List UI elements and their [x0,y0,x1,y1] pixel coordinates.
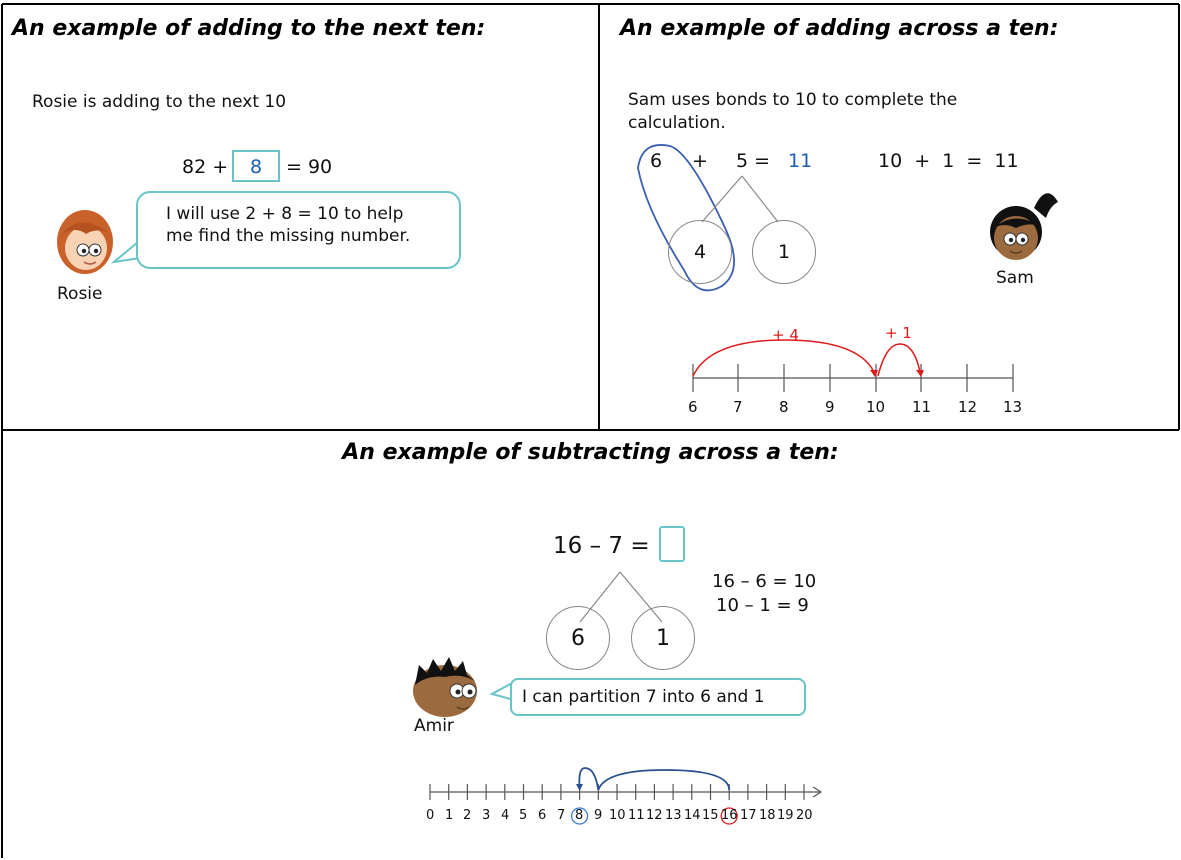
tick-label: 10 [609,808,626,823]
tick-label: 14 [684,808,701,823]
panel1-intro: Rosie is adding to the next 10 [32,92,287,112]
panel-adding-across-ten: An example of adding across a ten: Sam u… [600,0,1180,430]
tick-label: 7 [557,808,566,823]
panel2-intro-line2: calculation. [628,113,726,133]
tick-label: 16 [721,808,738,823]
panel2-part-left: 4 [668,220,732,284]
rosie-name: Rosie [57,284,103,304]
tick-label: 11 [912,398,932,416]
panel3-bubble-tail [489,681,515,701]
panel1-speech-bubble: I will use 2 + 8 = 10 to help me find th… [136,191,461,269]
panel1-eq-answer: 8 [250,156,263,178]
panel3-tick-labels: 0 1 2 3 4 5 6 7 8 9 10 11 12 13 14 15 16… [415,808,835,828]
panel3-eq: 16 – 7 = [553,533,650,559]
panel3-bubble-text: I can partition 7 into 6 and 1 [522,687,765,707]
panel2-number-line [692,339,1014,392]
sam-face-icon [990,193,1058,260]
tick-label: 6 [538,808,547,823]
tick-label: 18 [759,808,776,823]
panel2-eq-plus: + [692,150,708,172]
tick-label: 4 [501,808,510,823]
panel1-bubble-line2: me find the missing number. [166,226,411,246]
tick-label: 5 [519,808,528,823]
panel2-bond-lines [701,175,779,223]
panel1-bubble-tail [110,241,141,264]
panel2-eq-b: 5 = [736,150,771,172]
panel2-part-right: 1 [752,220,816,284]
panel1-bubble-line1: I will use 2 + 8 = 10 to help [166,204,404,224]
rosie-face-icon [57,210,113,274]
panel2-eq2: 10 + 1 = 11 [878,150,1019,172]
tick-label: 19 [777,808,794,823]
tick-label: 8 [575,808,584,823]
tick-label: 9 [594,808,603,823]
tick-label: 12 [646,808,663,823]
tick-label: 7 [733,398,743,416]
panel3-speech-bubble: I can partition 7 into 6 and 1 [510,678,806,716]
panel3-part-left: 6 [546,606,610,670]
tick-label: 20 [796,808,813,823]
panel2-heading: An example of adding across a ten: [620,16,1059,41]
panel1-answer-box [232,150,280,182]
tick-label: 13 [1003,398,1023,416]
amir-face-icon [413,657,477,717]
panel3-number-line [429,767,823,825]
panel-adding-to-next-ten: An example of adding to the next ten: Ro… [0,0,600,430]
panel-subtracting-across-ten: An example of subtracting across a ten: … [0,430,1180,860]
panel3-part-right: 1 [631,606,695,670]
panel1-eq-left: 82 + [182,156,229,178]
panel3-step2: 10 – 1 = 9 [716,595,809,616]
tick-label: 1 [445,808,454,823]
panel2-eq-a: 6 [650,150,663,172]
tick-label: 0 [426,808,435,823]
panel3-heading: An example of subtracting across a ten: [342,440,839,465]
panel1-eq-right: = 90 [286,156,333,178]
panel2-jump2-label: + 1 [885,324,912,342]
tick-label: 15 [702,808,719,823]
tick-label: 10 [866,398,886,416]
panel1-heading: An example of adding to the next ten: [12,16,486,41]
tick-label: 8 [779,398,789,416]
panel2-jump1-label: + 4 [772,326,799,344]
panel2-intro-line1: Sam uses bonds to 10 to complete the [628,90,958,110]
tick-label: 11 [628,808,645,823]
tick-label: 6 [688,398,698,416]
tick-label: 2 [463,808,472,823]
panel2-eq-answer: 11 [788,150,813,172]
amir-name: Amir [414,716,454,736]
tick-label: 13 [665,808,682,823]
tick-label: 17 [740,808,757,823]
sam-name: Sam [996,268,1034,288]
tick-label: 9 [825,398,835,416]
panel3-answer-box [659,526,685,562]
panel3-step1: 16 – 6 = 10 [712,571,817,592]
tick-label: 3 [482,808,491,823]
tick-label: 12 [958,398,978,416]
